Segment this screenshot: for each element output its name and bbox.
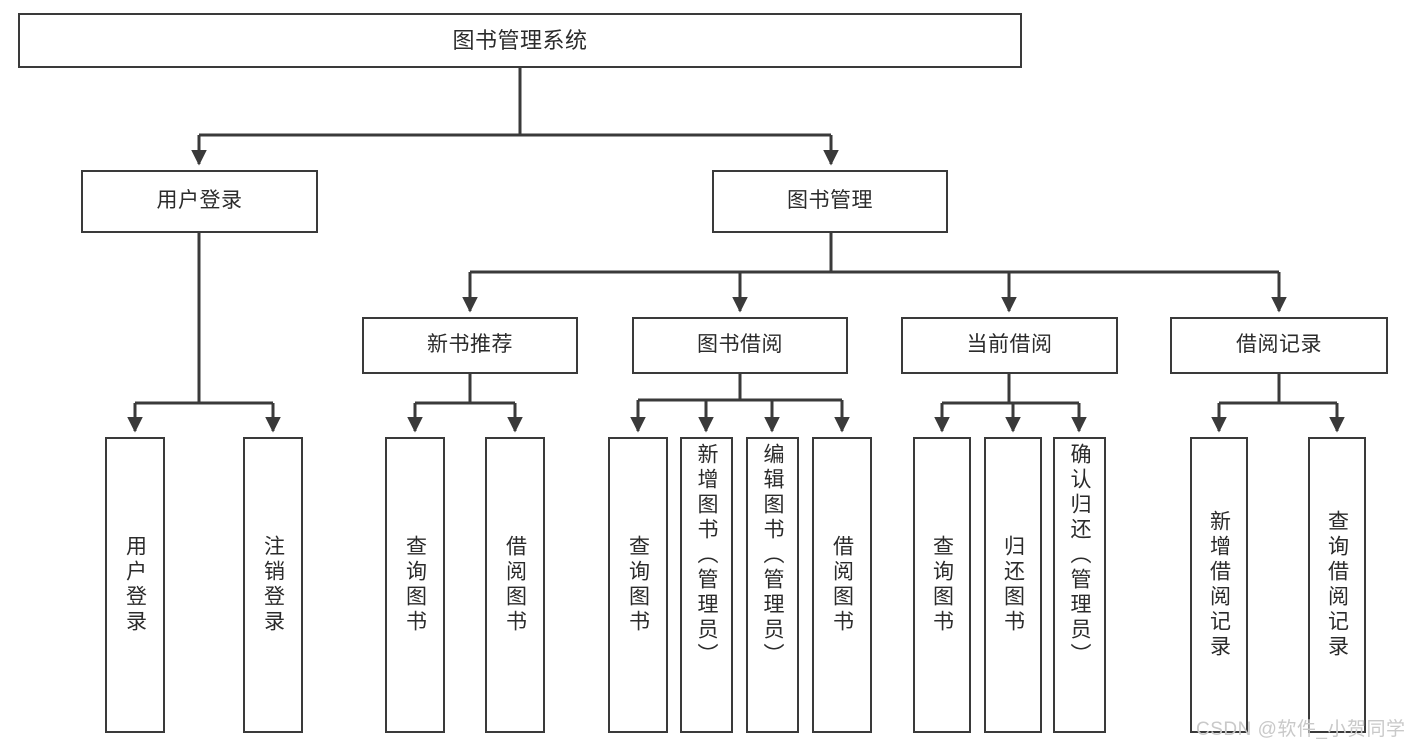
- node-root[interactable]: 图书管理系统: [18, 13, 1022, 68]
- leaf-node[interactable]: 用户登录: [105, 437, 165, 733]
- leaf-node[interactable]: 新增图书（管理员）: [680, 437, 733, 733]
- node-root-label: 图书管理系统: [452, 27, 588, 53]
- node-current-borrow-label: 当前借阅: [966, 333, 1053, 357]
- leaf-node-label: 查询借阅记录: [1325, 510, 1349, 660]
- node-user-login-label: 用户登录: [156, 189, 243, 213]
- leaf-node-label: 新增图书（管理员）: [695, 443, 718, 668]
- node-new-book-recommend-label: 新书推荐: [427, 333, 513, 357]
- leaf-node[interactable]: 查询图书: [385, 437, 445, 733]
- node-book-borrow[interactable]: 图书借阅: [632, 317, 848, 374]
- node-current-borrow[interactable]: 当前借阅: [901, 317, 1118, 374]
- leaf-node[interactable]: 查询借阅记录: [1308, 437, 1366, 733]
- leaf-node-label: 用户登录: [123, 535, 147, 635]
- node-book-borrow-label: 图书借阅: [697, 333, 783, 357]
- node-borrow-record-label: 借阅记录: [1236, 333, 1322, 357]
- node-borrow-record[interactable]: 借阅记录: [1170, 317, 1388, 374]
- leaf-node-label: 查询图书: [403, 535, 427, 635]
- leaf-node-label: 借阅图书: [503, 535, 527, 635]
- node-book-management-label: 图书管理: [787, 189, 873, 213]
- watermark: CSDN @软件_小贺同学: [1196, 719, 1405, 740]
- leaf-node[interactable]: 注销登录: [243, 437, 303, 733]
- leaf-node[interactable]: 查询图书: [913, 437, 971, 733]
- leaf-node-label: 新增借阅记录: [1207, 510, 1231, 660]
- leaf-node-label: 查询图书: [626, 535, 650, 635]
- leaf-node[interactable]: 确认归还（管理员）: [1053, 437, 1106, 733]
- leaf-node-label: 借阅图书: [830, 535, 854, 635]
- leaf-node-label: 查询图书: [930, 535, 954, 635]
- leaf-node[interactable]: 编辑图书（管理员）: [746, 437, 799, 733]
- leaf-node-label: 归还图书: [1001, 535, 1025, 635]
- leaf-node[interactable]: 借阅图书: [812, 437, 872, 733]
- leaf-node[interactable]: 新增借阅记录: [1190, 437, 1248, 733]
- node-user-login[interactable]: 用户登录: [81, 170, 318, 233]
- node-book-management[interactable]: 图书管理: [712, 170, 948, 233]
- node-new-book-recommend[interactable]: 新书推荐: [362, 317, 578, 374]
- leaf-node-label: 确认归还（管理员）: [1068, 443, 1091, 668]
- leaf-node-label: 编辑图书（管理员）: [761, 443, 784, 668]
- leaf-node[interactable]: 归还图书: [984, 437, 1042, 733]
- leaf-node[interactable]: 查询图书: [608, 437, 668, 733]
- leaf-node[interactable]: 借阅图书: [485, 437, 545, 733]
- leaf-node-label: 注销登录: [261, 535, 285, 635]
